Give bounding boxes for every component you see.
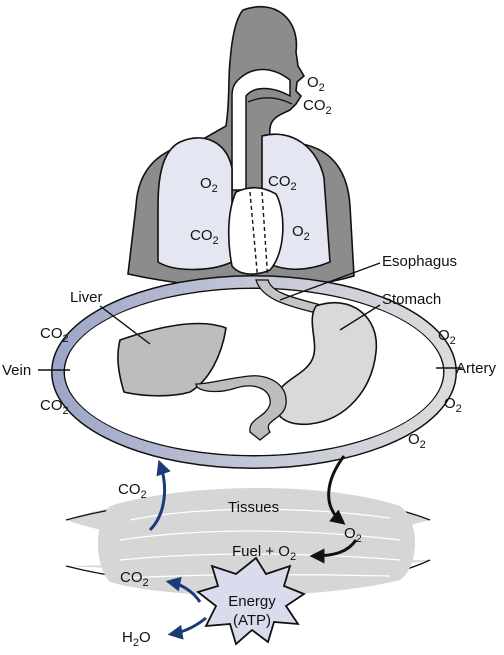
vein-co2-top-label: CO2 — [40, 325, 69, 345]
energy-to-co2-arrow — [165, 576, 202, 603]
heart — [227, 186, 284, 275]
energy-to-h2o-arrow — [167, 616, 207, 640]
energy-label: Energy — [228, 593, 276, 610]
head-o2-label: O2 — [307, 74, 325, 94]
nasal-airway — [231, 68, 291, 191]
intestine — [195, 375, 287, 441]
artery-o2-label-1: O2 — [438, 327, 456, 347]
head-co2-label: CO2 — [303, 97, 332, 117]
artery-o2-label-3: O2 — [408, 431, 426, 451]
lung-right-o2-label: O2 — [292, 223, 310, 243]
artery-label: Artery — [456, 360, 497, 377]
vein-co2-bottom-label: CO2 — [40, 397, 69, 417]
tissues-o2-label: O2 — [344, 525, 362, 545]
stomach — [274, 301, 378, 425]
tissue-to-vein-arrow — [148, 459, 171, 532]
liver-label: Liver — [70, 289, 103, 306]
energy-burst — [196, 556, 306, 646]
atp-label: (ATP) — [233, 612, 271, 629]
vein-label: Vein — [2, 362, 31, 379]
tissues-co2-label: CO2 — [118, 481, 147, 501]
artery-o2-label-2: O2 — [444, 395, 462, 415]
stomach-label: Stomach — [382, 291, 441, 308]
esophagus-label: Esophagus — [382, 253, 457, 270]
fuel-o2-label: Fuel + O2 — [232, 543, 296, 563]
lung-left-co2-label: CO2 — [190, 227, 219, 247]
liver — [117, 322, 227, 397]
lung-left-o2-label: O2 — [200, 175, 218, 195]
lung-right-co2-label: CO2 — [268, 173, 297, 193]
out-co2-label: CO2 — [120, 569, 149, 589]
oral-airway — [247, 97, 293, 105]
o2-to-fuel-arrow — [309, 539, 358, 564]
tissues-label: Tissues — [228, 499, 279, 516]
artery-to-tissue-arrow — [327, 455, 346, 525]
left-lung — [157, 137, 233, 271]
out-h2o-label: H2O — [122, 629, 151, 649]
